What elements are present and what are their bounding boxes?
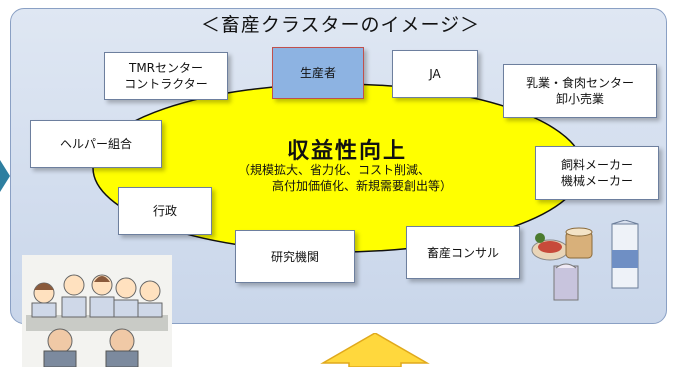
meeting-people-illustration xyxy=(22,255,172,367)
center-detail-line: 高付加価値化、新規需要創出等） xyxy=(272,179,453,193)
diagram-title: ＜畜産クラスターのイメージ＞ xyxy=(200,14,481,36)
member-dairy-meat-retail: 乳業・食肉センター 卸小売業 xyxy=(503,64,657,118)
member-label: 卸小売業 xyxy=(555,92,604,106)
member-label: 畜産コンサル xyxy=(426,245,499,260)
member-research: 研究機関 xyxy=(235,230,355,283)
member-label: 乳業・食肉センター xyxy=(525,76,634,90)
member-consultant: 畜産コンサル xyxy=(406,226,520,279)
up-arrow-icon xyxy=(320,333,430,367)
member-label: 研究機関 xyxy=(270,249,319,264)
center-detail-line: （規模拡大、省力化、コスト削減、 xyxy=(238,163,431,177)
member-label: 機械メーカー xyxy=(560,174,633,188)
member-label: ヘルパー組合 xyxy=(59,137,132,151)
left-arrow-icon xyxy=(0,160,10,192)
member-label: 飼料メーカー xyxy=(560,158,633,172)
center-heading: 収益性向上 xyxy=(286,139,407,164)
member-helper-union: ヘルパー組合 xyxy=(30,120,162,168)
member-label: コントラクター xyxy=(124,77,208,91)
member-label: 生産者 xyxy=(299,66,336,80)
food-products-illustration xyxy=(531,220,639,301)
member-feed-machinery: 飼料メーカー 機械メーカー xyxy=(535,146,659,200)
member-label: 行政 xyxy=(152,204,177,218)
member-label: TMRセンター xyxy=(128,61,204,75)
member-producer: 生産者 xyxy=(272,47,364,99)
member-ja: JA xyxy=(392,50,478,98)
center-detail: （規模拡大、省力化、コスト削減、 高付加価値化、新規需要創出等） xyxy=(238,162,498,194)
member-label: JA xyxy=(429,67,441,81)
member-tmr-contractor: TMRセンター コントラクター xyxy=(104,52,228,100)
member-administration: 行政 xyxy=(118,187,212,235)
